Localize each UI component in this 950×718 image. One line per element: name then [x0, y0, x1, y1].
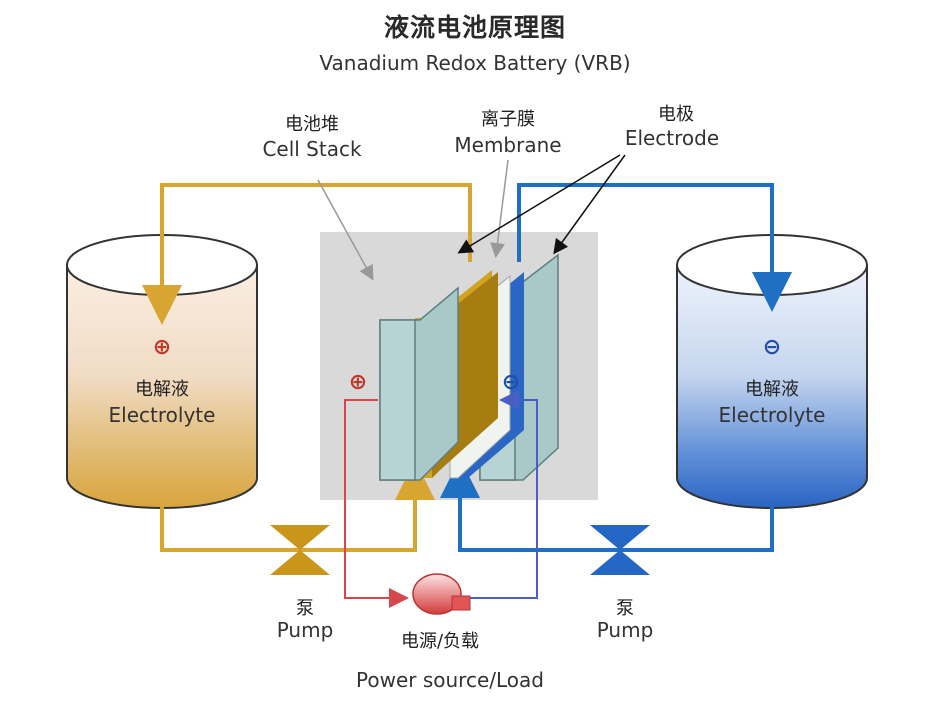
power-label-cn: 电源/负载: [400, 631, 480, 652]
cell-stack-label-cn: 电池堆: [285, 114, 339, 135]
membrane-label-en: Membrane: [454, 133, 562, 157]
left-pump-label-en: Pump: [276, 618, 334, 642]
page-title: 液流电池原理图: [383, 13, 566, 42]
right-electrolyte-label-en: Electrolyte: [718, 403, 826, 427]
positive-pipes: [142, 183, 472, 552]
left-plate-front: [379, 319, 416, 481]
stack-positive-symbol: ⊕: [348, 370, 368, 395]
left-pump-label-cn: 泵: [296, 598, 314, 619]
power-label-en: Power source/Load: [356, 668, 544, 692]
cell-stack: [379, 253, 559, 481]
right-pump-label-en: Pump: [596, 618, 654, 642]
external-circuit: [344, 390, 538, 608]
leader-lines: [317, 154, 626, 281]
membrane-label-cn: 离子膜: [481, 109, 535, 130]
electrode-label-en: Electrode: [624, 126, 720, 150]
page-subtitle: Vanadium Redox Battery (VRB): [319, 51, 631, 75]
right-tank-negative-symbol: ⊖: [762, 335, 782, 360]
right-electrolyte-label-cn: 电解液: [745, 379, 799, 400]
left-tank-positive-symbol: ⊕: [152, 335, 172, 360]
left-electrolyte-label-en: Electrolyte: [108, 403, 216, 427]
left-electrolyte-label-cn: 电解液: [135, 379, 189, 400]
left-pump-valve: [270, 525, 330, 575]
right-pump-label-cn: 泵: [616, 598, 634, 619]
negative-pipes: [440, 183, 792, 552]
right-pump-valve: [590, 525, 650, 575]
stack-negative-symbol: ⊖: [501, 370, 521, 395]
electrode-label-cn: 电极: [658, 104, 694, 125]
cell-stack-label-en: Cell Stack: [262, 137, 362, 161]
power-source-load: [412, 573, 471, 615]
